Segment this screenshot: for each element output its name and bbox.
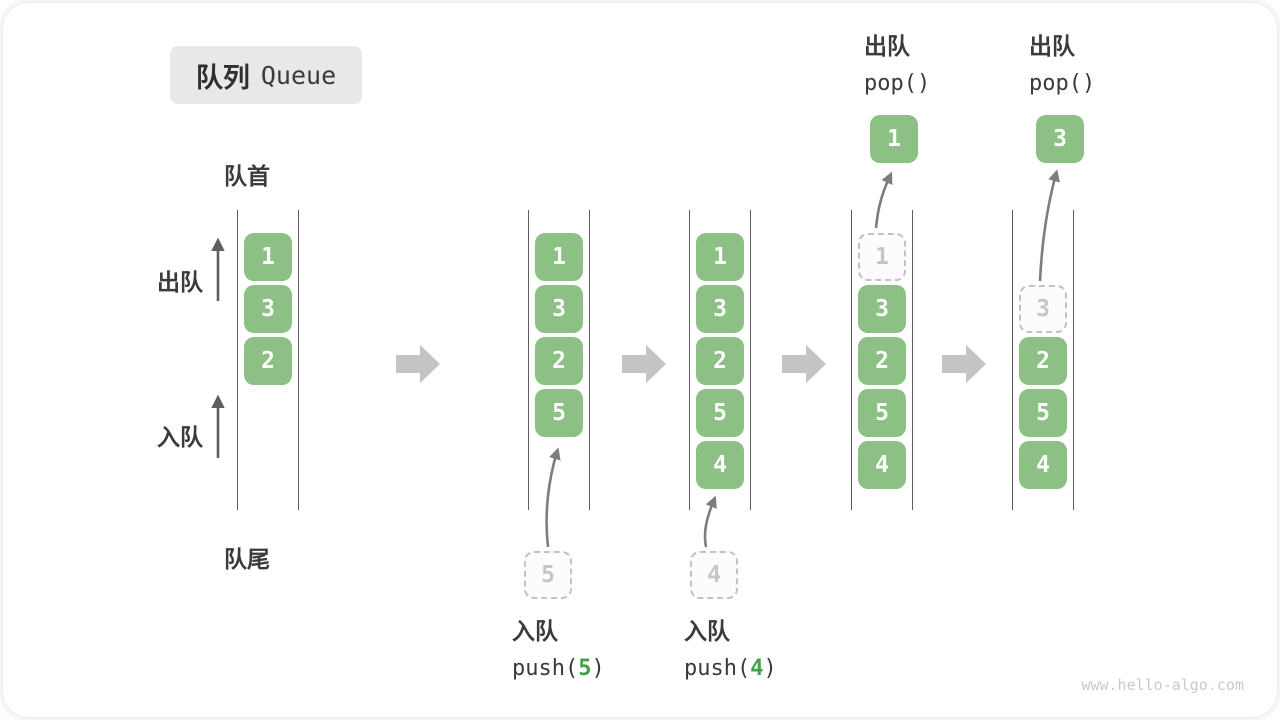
queue5-cell: 2 xyxy=(1019,337,1067,385)
pop-caption-b-code: pop() xyxy=(1029,71,1096,96)
queue4-ghost-cell: 1 xyxy=(858,233,906,281)
queue3-cell: 2 xyxy=(696,337,744,385)
queue2-cell: 1 xyxy=(535,233,583,281)
pop-value-cell-1: 1 xyxy=(870,115,918,163)
pop-caption-a-label: 出队 xyxy=(864,33,910,59)
pop-caption-b-label: 出队 xyxy=(1029,33,1075,59)
queue-container-5 xyxy=(1012,210,1074,510)
label-queue-front: 队首 xyxy=(224,163,270,189)
queue5-cell: 4 xyxy=(1019,441,1067,489)
push-caption-a-label: 入队 xyxy=(512,618,558,644)
queue1-cell: 3 xyxy=(244,285,292,333)
watermark: www.hello-algo.com xyxy=(1081,676,1244,694)
pop-value-cell-3: 3 xyxy=(1036,115,1084,163)
pop-caption-a-code: pop() xyxy=(864,71,931,96)
pop-caption-b: 出队 pop() xyxy=(1029,28,1095,102)
queue4-cell: 2 xyxy=(858,337,906,385)
label-dequeue: 出队 xyxy=(157,269,203,295)
push-arg-4: 4 xyxy=(750,656,764,681)
pop-caption-a: 出队 pop() xyxy=(864,28,930,102)
queue-container-3 xyxy=(689,210,751,510)
queue5-cell: 5 xyxy=(1019,389,1067,437)
queue3-cell: 3 xyxy=(696,285,744,333)
title-en: Queue xyxy=(260,60,337,90)
queue1-cell: 1 xyxy=(244,233,292,281)
queue4-cell: 5 xyxy=(858,389,906,437)
queue2-cell: 2 xyxy=(535,337,583,385)
push-caption-b-code: push(4) xyxy=(684,656,777,681)
push-caption-b: 入队 push(4) xyxy=(684,613,777,687)
push-caption-b-label: 入队 xyxy=(684,618,730,644)
label-queue-rear: 队尾 xyxy=(224,546,270,572)
title-zh: 队列 xyxy=(195,62,250,93)
queue4-cell: 3 xyxy=(858,285,906,333)
push-caption-a-code: push(5) xyxy=(512,656,605,681)
queue5-ghost-cell: 3 xyxy=(1019,285,1067,333)
push-value-cell-4: 4 xyxy=(690,551,738,599)
queue-container-4 xyxy=(851,210,913,510)
queue4-cell: 4 xyxy=(858,441,906,489)
push-value-cell-5: 5 xyxy=(524,551,572,599)
queue3-cell: 4 xyxy=(696,441,744,489)
label-enqueue: 入队 xyxy=(157,424,203,450)
queue3-cell: 1 xyxy=(696,233,744,281)
queue3-cell: 5 xyxy=(696,389,744,437)
queue1-cell: 2 xyxy=(244,337,292,385)
push-caption-a: 入队 push(5) xyxy=(512,613,605,687)
queue2-cell: 5 xyxy=(535,389,583,437)
queue-container-2 xyxy=(528,210,590,510)
queue2-cell: 3 xyxy=(535,285,583,333)
queue-container-1 xyxy=(237,210,299,510)
title-badge: 队列 Queue xyxy=(170,46,362,104)
diagram-card xyxy=(3,3,1277,717)
push-arg-5: 5 xyxy=(578,656,592,681)
